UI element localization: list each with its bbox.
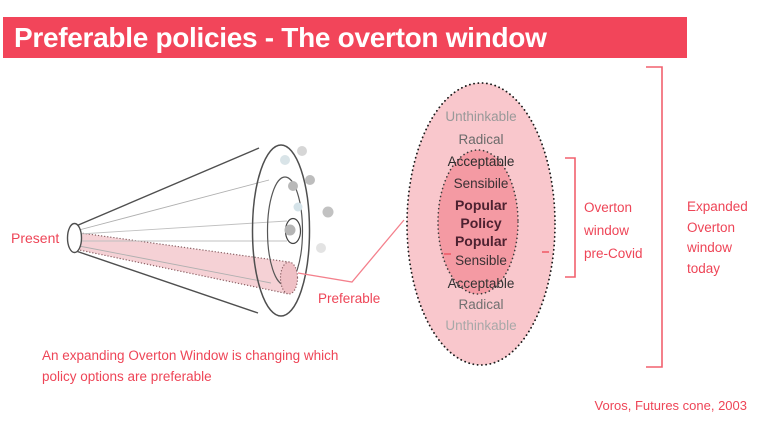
- pre-covid-label: Overton window pre-Covid: [584, 200, 643, 261]
- scenario-dot: [284, 224, 296, 236]
- window-row-unthinkable-top: Unthinkable: [445, 109, 517, 124]
- pre-covid-bracket: [565, 157, 576, 278]
- preferable-connector-line: [297, 219, 405, 283]
- slide-title: Preferable policies - The overton window: [14, 22, 547, 53]
- preferable-beam: [76, 231, 290, 295]
- window-row-policy: Policy: [460, 215, 502, 231]
- cone-outer-bottom-line: [75, 250, 259, 314]
- window-row-unthinkable-bottom: Unthinkable: [445, 318, 517, 333]
- today-bracket: [646, 66, 663, 368]
- header-bar: Preferable policies - The overton window: [3, 17, 687, 58]
- preferable-beam-cap: [279, 261, 299, 295]
- scenario-dot: [280, 155, 290, 165]
- scenario-dot: [322, 206, 334, 218]
- window-row-radical-bottom: Radical: [458, 297, 504, 312]
- window-row-acceptable-top: Acceptable: [447, 154, 515, 169]
- scenario-dot: [305, 175, 315, 185]
- cone-outer-ellipse: [251, 144, 311, 317]
- window-row-sensible-bottom: Sensible: [455, 253, 507, 268]
- window-row-acceptable-bottom: Acceptable: [447, 276, 515, 291]
- attribution-text: Voros, Futures cone, 2003: [594, 398, 747, 413]
- window-row-sensible-top: Sensibile: [453, 176, 509, 191]
- scenario-dot: [316, 243, 326, 253]
- overton-window-inner-ellipse: [437, 149, 519, 295]
- scenario-dot: [288, 181, 298, 191]
- window-row-popular-bottom: Popular: [454, 233, 508, 249]
- today-label: Expanded Overton window today: [687, 199, 748, 276]
- cone-outer-top-line: [75, 147, 260, 227]
- cone-apex-ellipse: [66, 222, 83, 254]
- scenario-dot: [293, 202, 303, 212]
- scenario-dot: [297, 146, 307, 156]
- takeaway-text: An expanding Overton Window is changing …: [42, 348, 339, 384]
- present-label: Present: [11, 230, 60, 246]
- cone-inner-top-line: [79, 220, 288, 235]
- window-row-popular-top: Popular: [454, 197, 508, 213]
- cone-mid-bottom-line: [78, 245, 272, 284]
- cone-mid-top-line: [78, 179, 270, 231]
- preferable-label: Preferable: [318, 291, 381, 306]
- window-row-radical-top: Radical: [458, 132, 504, 147]
